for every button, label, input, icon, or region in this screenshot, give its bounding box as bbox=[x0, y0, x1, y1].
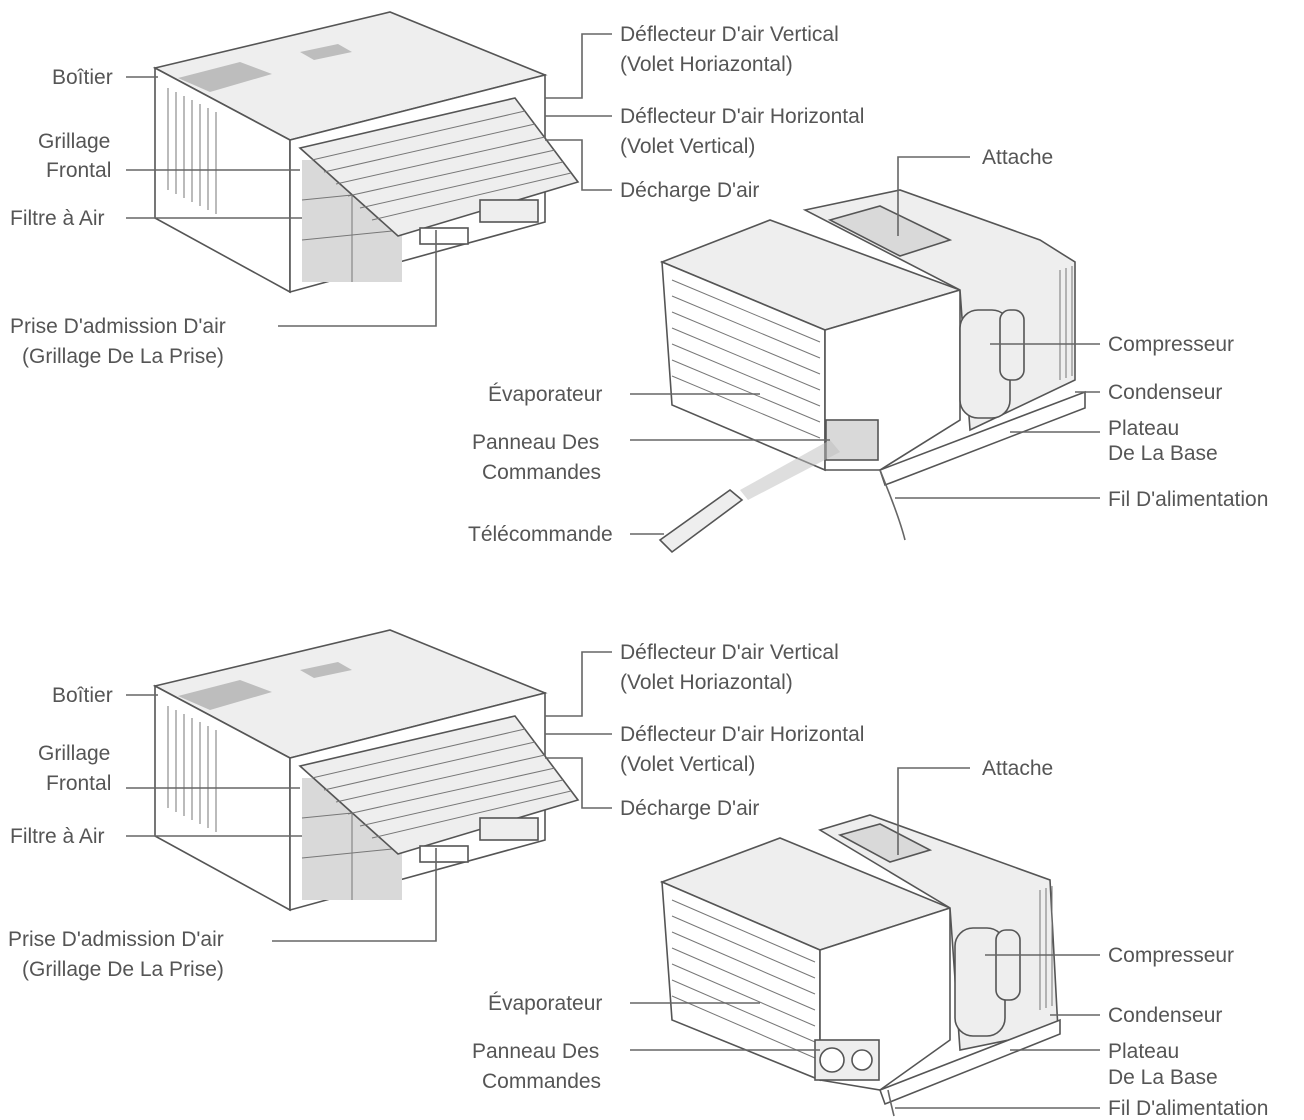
condenser-fins-2 bbox=[1039, 886, 1053, 1010]
label-decharge-2: Décharge D'air bbox=[620, 797, 759, 820]
label-grillage-frontal-line1: Grillage bbox=[38, 130, 110, 153]
label-attache-2: Attache bbox=[982, 757, 1053, 780]
side-louvres-2 bbox=[167, 706, 217, 832]
label-prise-2-line2: (Grillage De La Prise) bbox=[22, 958, 224, 981]
label-plateau-line1: Plateau bbox=[1108, 417, 1179, 440]
label-compresseur-2: Compresseur bbox=[1108, 944, 1234, 967]
label-prise-line1: Prise D'admission D'air bbox=[10, 315, 226, 338]
label-telecommande: Télécommande bbox=[468, 523, 613, 546]
label-deflecteur-horizontal-2-line2: (Volet Vertical) bbox=[620, 753, 755, 776]
label-panneau-2-line1: Panneau Des bbox=[472, 1040, 599, 1063]
label-fil: Fil D'alimentation bbox=[1108, 488, 1268, 511]
assembled-unit-illustration-2 bbox=[152, 629, 580, 912]
label-attache: Attache bbox=[982, 146, 1053, 169]
evaporator-fins-2 bbox=[671, 899, 816, 1059]
label-condenseur: Condenseur bbox=[1108, 381, 1222, 404]
leader-lines-bottom bbox=[126, 651, 1100, 1109]
assembled-unit-illustration bbox=[152, 11, 580, 294]
label-deflecteur-vertical-line2: (Volet Horiazontal) bbox=[620, 53, 793, 76]
label-deflecteur-horizontal-line2: (Volet Vertical) bbox=[620, 135, 755, 158]
label-filtre-2: Filtre à Air bbox=[10, 825, 105, 848]
label-evaporateur: Évaporateur bbox=[488, 383, 602, 406]
evaporator-fins bbox=[671, 279, 821, 439]
label-panneau-line1: Panneau Des bbox=[472, 431, 599, 454]
side-louvres bbox=[167, 88, 217, 214]
label-prise-line2: (Grillage De La Prise) bbox=[22, 345, 224, 368]
condenser-fins bbox=[1059, 266, 1073, 380]
label-deflecteur-horizontal-2-line1: Déflecteur D'air Horizontal bbox=[620, 723, 864, 746]
leader-lines-top bbox=[126, 33, 1100, 535]
label-deflecteur-vertical-line1: Déflecteur D'air Vertical bbox=[620, 23, 839, 46]
label-deflecteur-horizontal-line1: Déflecteur D'air Horizontal bbox=[620, 105, 864, 128]
chassis-illustration bbox=[658, 189, 1086, 554]
label-filtre: Filtre à Air bbox=[10, 207, 105, 230]
labels-top: Boîtier Grillage Frontal Filtre à Air Pr… bbox=[10, 23, 1268, 546]
panel-slats bbox=[311, 110, 572, 221]
labels-bottom: Boîtier Grillage Frontal Filtre à Air Pr… bbox=[8, 641, 1268, 1120]
label-grillage-frontal-2-line1: Grillage bbox=[38, 742, 110, 765]
label-deflecteur-vertical-2-line1: Déflecteur D'air Vertical bbox=[620, 641, 839, 664]
label-deflecteur-vertical-2-line2: (Volet Horiazontal) bbox=[620, 671, 793, 694]
label-decharge: Décharge D'air bbox=[620, 179, 759, 202]
label-plateau-line2: De La Base bbox=[1108, 442, 1218, 465]
label-evaporateur-2: Évaporateur bbox=[488, 992, 602, 1015]
label-plateau-2-line1: Plateau bbox=[1108, 1040, 1179, 1063]
label-prise-2-line1: Prise D'admission D'air bbox=[8, 928, 224, 951]
label-grillage-frontal-2-line2: Frontal bbox=[46, 772, 111, 795]
label-condenseur-2: Condenseur bbox=[1108, 1004, 1222, 1027]
label-fil-2: Fil D'alimentation bbox=[1108, 1097, 1268, 1120]
panel-slats-2 bbox=[311, 728, 572, 839]
label-compresseur: Compresseur bbox=[1108, 333, 1234, 356]
label-panneau-line2: Commandes bbox=[482, 461, 601, 484]
label-boitier: Boîtier bbox=[52, 66, 113, 89]
chassis-illustration-2 bbox=[659, 814, 1061, 1117]
label-boitier-2: Boîtier bbox=[52, 684, 113, 707]
label-plateau-2-line2: De La Base bbox=[1108, 1066, 1218, 1089]
label-panneau-2-line2: Commandes bbox=[482, 1070, 601, 1093]
diagram-top: Boîtier Grillage Frontal Filtre à Air Pr… bbox=[10, 11, 1268, 554]
label-grillage-frontal-line2: Frontal bbox=[46, 159, 111, 182]
diagram-bottom: Boîtier Grillage Frontal Filtre à Air Pr… bbox=[8, 629, 1268, 1120]
